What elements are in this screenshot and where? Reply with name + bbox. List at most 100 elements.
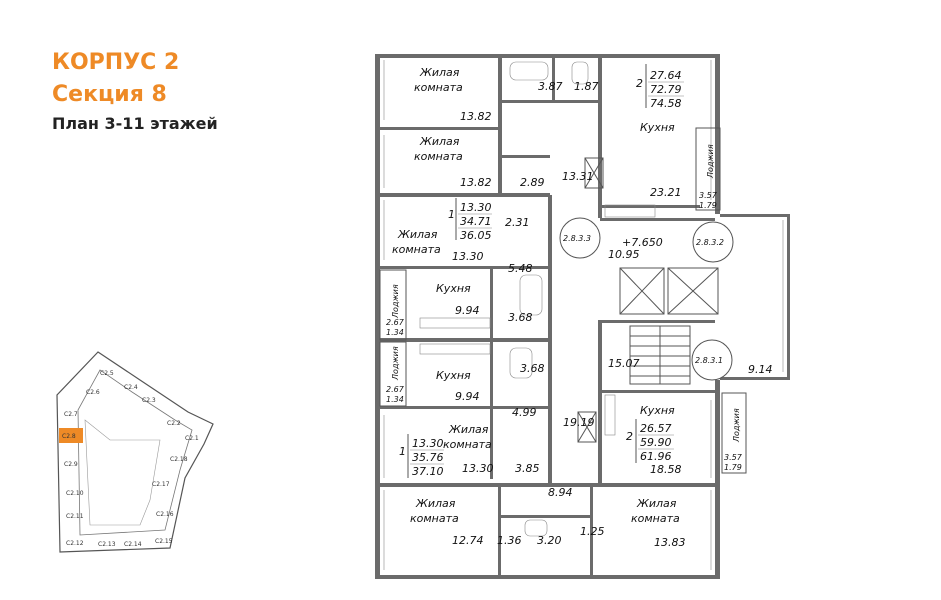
stair-elevator-core: [577, 157, 719, 443]
key-plan-section-c2-15: C2.15: [155, 538, 173, 545]
living6-label-a: Жилая: [636, 497, 677, 510]
living1-label-b: комната: [414, 81, 463, 94]
apt-tag-2832-text: 2.8.3.2: [696, 238, 724, 247]
apt-info-br: 2 26.57 59.90 61.96: [626, 419, 674, 463]
loggia-l2-area1: 2.67: [386, 385, 405, 394]
active-section-marker: [59, 428, 83, 443]
apt-tr-rooms: 2: [636, 77, 643, 90]
key-plan-section-c2-16: C2.16: [156, 511, 174, 518]
living5-area: 12.74: [452, 534, 484, 547]
area-368b: 3.68: [520, 362, 545, 375]
apt-tr-area2: 72.79: [650, 83, 682, 96]
area-bath-387: 3.87: [538, 80, 563, 93]
key-plan-section-c2-13: C2.13: [98, 541, 116, 548]
living5-label-a: Жилая: [415, 497, 456, 510]
living2-label-a: Жилая: [419, 135, 460, 148]
loggia-br-label: Лоджия: [732, 408, 741, 443]
area-1507: 15.07: [608, 357, 640, 370]
windows: [383, 60, 784, 570]
apt-info-tr: 2 27.64 72.79 74.58: [636, 64, 684, 110]
floors-title: План 3-11 этажей: [52, 114, 218, 133]
key-plan-section-c2-6: C2.6: [86, 389, 100, 396]
apt-br-area2: 59.90: [640, 436, 672, 449]
apt-bl-area2: 35.76: [412, 451, 444, 464]
key-plan-labels: C2.5C2.6C2.4C2.3C2.7C2.8C2.2C2.1C2.9C2.1…: [62, 370, 199, 548]
area-320: 3.20: [537, 534, 562, 547]
key-plan-section-c2-2: C2.2: [167, 420, 181, 427]
building-title: КОРПУС 2: [52, 50, 180, 75]
apt-tr-area3: 74.58: [650, 97, 682, 110]
apt-tag-2832: 2.8.3.2: [692, 221, 734, 263]
loggia-l1-area1: 2.67: [386, 318, 405, 327]
kitchen-br-label: Кухня: [640, 404, 675, 417]
key-plan-section-c2-5: C2.5: [100, 370, 114, 377]
kitchen-tr-area: 23.21: [650, 186, 682, 199]
living3-label-b: комната: [392, 243, 441, 256]
apt-br-area1: 26.57: [640, 422, 672, 435]
area-125: 1.25: [580, 525, 605, 538]
apt-bl-area3: 37.10: [412, 465, 444, 478]
fixtures: [419, 61, 656, 537]
key-plan-section-c2-4: C2.4: [124, 384, 138, 391]
kitchen-tr-label: Кухня: [640, 121, 675, 134]
area-1919: 19.19: [563, 416, 595, 429]
kitchen1-area: 9.94: [455, 304, 480, 317]
area-1095: 10.95: [608, 248, 640, 261]
area-1331: 13.31: [562, 170, 594, 183]
walls: [375, 54, 790, 579]
apt-info-ml: 1 13.30 34.71 36.05: [448, 198, 492, 242]
key-plan-section-c2-8: C2.8: [62, 433, 76, 440]
apt-info-bl: 1 13.30 35.76 37.10: [399, 434, 444, 478]
loggia-l1-label: Лоджия: [391, 284, 400, 319]
key-plan-section-c2-3: C2.3: [142, 397, 156, 404]
living5-label-b: комната: [410, 512, 459, 525]
loggia-tr-label: Лоджия: [706, 144, 715, 179]
apt-ml-area3: 36.05: [460, 229, 492, 242]
living1-label-a: Жилая: [419, 66, 460, 79]
living6-area: 13.83: [654, 536, 686, 549]
area-368a: 3.68: [508, 311, 533, 324]
loggia-br-area2: 1.79: [724, 463, 742, 472]
area-914: 9.14: [748, 363, 773, 376]
apt-tag-2831: 2.8.3.1: [691, 339, 733, 381]
apt-tag-2833-text: 2.8.3.3: [563, 234, 591, 243]
apt-tag-2831-text: 2.8.3.1: [695, 356, 723, 365]
key-plan-section-c2-18: C2.18: [170, 456, 188, 463]
key-plan-section-c2-10: C2.10: [66, 490, 84, 497]
area-136: 1.36: [497, 534, 522, 547]
apt-br-rooms: 2: [626, 430, 633, 443]
area-548: 5.48: [508, 262, 533, 275]
kitchen1-label: Кухня: [436, 282, 471, 295]
area-289: 2.89: [520, 176, 545, 189]
area-894: 8.94: [548, 486, 573, 499]
area-499: 4.99: [512, 406, 537, 419]
key-plan-section-c2-11: C2.11: [66, 513, 84, 520]
living1-area: 13.82: [460, 110, 492, 123]
key-plan-section-c2-7: C2.7: [64, 411, 78, 418]
apt-ml-area2: 34.71: [460, 215, 492, 228]
key-plan-section-c2-12: C2.12: [66, 540, 84, 547]
loggia-br-area1: 3.57: [724, 453, 743, 462]
loggia-l2-label: Лоджия: [391, 346, 400, 381]
loggia-tr-area1: 3.57: [699, 191, 718, 200]
living4-area: 13.30: [462, 462, 494, 475]
level-mark: +7.650: [622, 236, 663, 249]
area-231: 2.31: [505, 216, 530, 229]
living4-label-b: комната: [443, 438, 492, 451]
key-plan-section-c2-1: C2.1: [185, 435, 199, 442]
section-title: Секция 8: [52, 82, 167, 107]
loggias: [379, 127, 747, 474]
key-plan-outline: [56, 351, 214, 553]
loggia-l1-area2: 1.34: [386, 328, 404, 337]
key-plan-section-c2-14: C2.14: [124, 541, 142, 548]
apt-ml-rooms: 1: [448, 208, 455, 221]
kitchen-br-area: 18.58: [650, 463, 682, 476]
living6-label-b: комната: [631, 512, 680, 525]
apt-bl-rooms: 1: [399, 445, 406, 458]
apt-tr-area1: 27.64: [650, 69, 682, 82]
living3-label-a: Жилая: [397, 228, 438, 241]
area-385: 3.85: [515, 462, 540, 475]
kitchen2-area: 9.94: [455, 390, 480, 403]
